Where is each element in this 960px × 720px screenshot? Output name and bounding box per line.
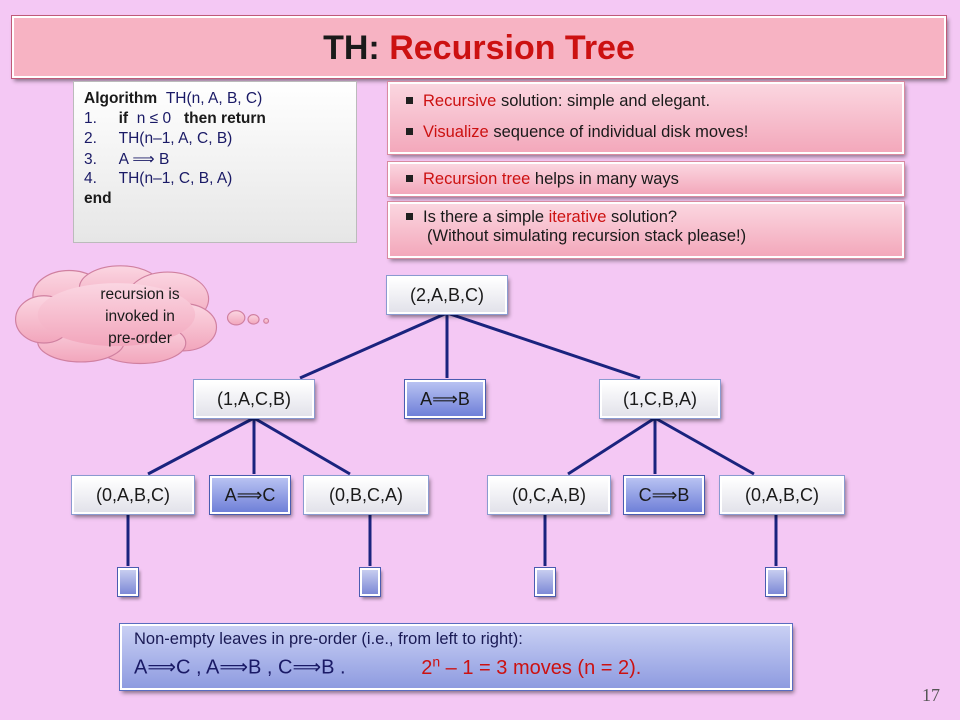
page-number: 17 (922, 685, 940, 705)
summary-caption: Non-empty leaves in pre-order (i.e., fro… (134, 630, 523, 648)
thought-text: recursion is invoked in pre-order (56, 284, 224, 350)
line-number: 1. (84, 110, 97, 127)
condition: n ≤ 0 (136, 110, 172, 127)
edge-right-left (567, 416, 656, 476)
formula-exponent: n (432, 653, 441, 669)
note-panel-solution: Recursive solution: simple and elegant. … (387, 81, 905, 155)
summary-moves: A⟹C , A⟹B , C⟹B . (134, 656, 346, 679)
bullet-icon (406, 128, 413, 135)
algorithm-line: A ⟹ B (118, 151, 170, 168)
tree-move-a-b: A⟹B (404, 379, 486, 419)
empty-leaf (117, 567, 139, 597)
line-number: 2. (84, 130, 97, 147)
empty-leaf (765, 567, 787, 597)
algorithm-keyword: Algorithm (84, 90, 158, 107)
algorithm-box: Algorithm TH(n, A, B, C) 1. if n ≤ 0 the… (73, 81, 357, 243)
edge-root-left (299, 311, 448, 380)
note-text: solution: simple and elegant. (496, 92, 711, 110)
tree-node-right: (1,C,B,A) (599, 379, 721, 419)
note-panel-iterative: Is there a simple iterative solution? (W… (387, 201, 905, 259)
tree-leaf-node: (0,A,B,C) (71, 475, 195, 515)
thought-line: invoked in (105, 308, 175, 325)
note-highlight: Visualize (423, 123, 489, 141)
note-text: Is there a simple (423, 208, 549, 226)
tree-node-root: (2,A,B,C) (386, 275, 508, 315)
note-highlight: Recursive (423, 92, 497, 110)
formula-rest: – 1 = 3 moves (n = 2). (440, 656, 642, 679)
note-panel-tree: Recursion tree helps in many ways (387, 161, 905, 197)
thought-line: recursion is (100, 286, 180, 303)
title-lead: TH: (323, 29, 380, 67)
bullet-icon (406, 213, 413, 220)
edge-left-left (147, 416, 255, 476)
algorithm-signature: TH(n, A, B, C) (165, 90, 263, 107)
note-text: solution? (606, 208, 678, 226)
tree-move-a-c: A⟹C (209, 475, 291, 515)
thought-cloud-icon (14, 265, 270, 365)
edge-left-right (253, 416, 351, 476)
line-number: 3. (84, 151, 97, 168)
note-highlight: Recursion tree (423, 170, 531, 188)
note-text: (Without simulating recursion stack plea… (427, 227, 747, 245)
summary-box: Non-empty leaves in pre-order (i.e., fro… (119, 623, 793, 691)
empty-leaf (359, 567, 381, 597)
bullet-icon (406, 97, 413, 104)
note-text: helps in many ways (530, 170, 679, 188)
if-keyword: if (118, 110, 129, 127)
algorithm-line: TH(n–1, A, C, B) (118, 130, 233, 147)
summary-formula: 2n – 1 = 3 moves (n = 2). (421, 653, 642, 679)
tree-leaf-node: (0,A,B,C) (719, 475, 845, 515)
bullet-icon (406, 175, 413, 182)
empty-leaf (534, 567, 556, 597)
thought-line: pre-order (108, 330, 172, 347)
tree-move-c-b: C⟹B (623, 475, 705, 515)
note-text: sequence of individual disk moves! (488, 123, 749, 141)
page-title: TH: Recursion Tree (11, 15, 947, 79)
formula-base: 2 (421, 656, 433, 679)
tree-node-left: (1,A,C,B) (193, 379, 315, 419)
tree-leaf-node: (0,C,A,B) (487, 475, 611, 515)
title-rest: Recursion Tree (389, 29, 635, 67)
edge-root-right (446, 311, 641, 380)
line-number: 4. (84, 170, 97, 187)
edge-right-right (654, 416, 755, 476)
algorithm-line: TH(n–1, C, B, A) (118, 170, 233, 187)
tree-leaf-node: (0,B,C,A) (303, 475, 429, 515)
then-return: then return (184, 110, 266, 127)
note-highlight: iterative (548, 208, 607, 226)
end-keyword: end (84, 190, 112, 207)
